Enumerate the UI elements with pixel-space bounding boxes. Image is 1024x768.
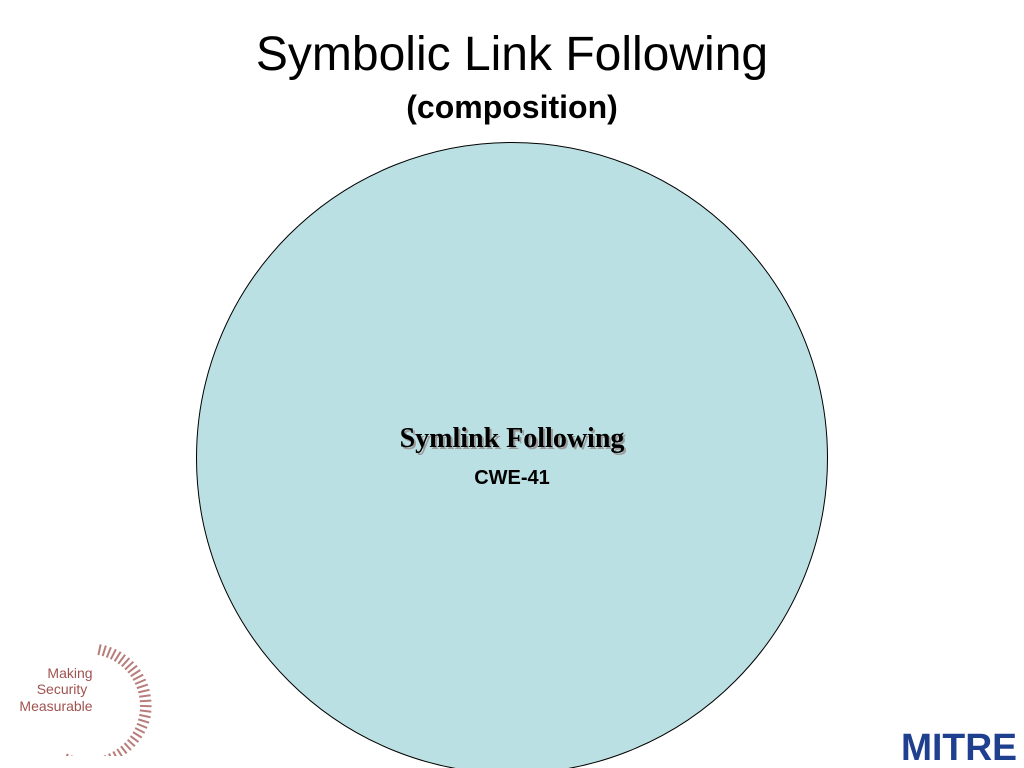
logo-arc-icon bbox=[65, 644, 152, 756]
logo-arc-stripe bbox=[136, 722, 148, 729]
composition-circle bbox=[196, 142, 828, 768]
logo-arc-stripe bbox=[113, 651, 122, 662]
logo-line-making: Making bbox=[47, 665, 92, 681]
logo-arc-stripe bbox=[132, 731, 143, 739]
logo-arc-stripe bbox=[134, 727, 146, 734]
logo-arc-stripe bbox=[101, 645, 107, 657]
logo-arc-stripe bbox=[138, 688, 150, 694]
mitre-logo: MITRE bbox=[901, 727, 1017, 766]
logo-arc-stripe bbox=[65, 753, 69, 756]
logo-arc-stripe bbox=[109, 648, 117, 660]
logo-arc-stripe bbox=[123, 742, 132, 751]
logo-arc-stripe bbox=[97, 644, 102, 656]
logo-arc-stripe bbox=[129, 735, 140, 743]
logo-arc-stripe bbox=[139, 694, 151, 698]
logo-arc-stripe bbox=[127, 664, 138, 674]
mitre-wordmark: MITRE bbox=[901, 727, 1017, 766]
logo-arc-stripe bbox=[132, 673, 144, 681]
logo-arc-stripe bbox=[121, 657, 131, 668]
circle-cwe-id: CWE-41 bbox=[474, 467, 550, 489]
logo-line-measurable: Measurable bbox=[19, 698, 92, 714]
logo-arc-stripe bbox=[124, 660, 135, 671]
logo-arc-stripe bbox=[137, 718, 150, 724]
logo-arc-stripe bbox=[134, 678, 147, 685]
slide-title: Symbolic Link Following bbox=[255, 28, 769, 81]
slide-subtitle: (composition) bbox=[406, 89, 618, 125]
logo-arc-stripe bbox=[136, 683, 149, 690]
logo-arc-stripe bbox=[120, 745, 128, 755]
making-security-measurable-logo: Making Security Measurable bbox=[19, 644, 152, 756]
logo-arc-stripe bbox=[108, 753, 112, 756]
logo-line-security: Security bbox=[37, 681, 88, 697]
logo-arc-stripe bbox=[139, 713, 151, 719]
logo-arc-stripe bbox=[130, 669, 141, 678]
circle-title: Symlink Following bbox=[399, 423, 625, 454]
logo-arc-stripe bbox=[139, 709, 152, 713]
logo-arc-stripe bbox=[117, 654, 126, 665]
logo-arc-stripe bbox=[105, 646, 112, 658]
logo-arc-stripe bbox=[126, 738, 136, 747]
logo-arc-stripe bbox=[139, 699, 152, 703]
logo-arc-stripe bbox=[103, 754, 106, 756]
logo-arc-stripe bbox=[112, 751, 117, 756]
logo-arc-stripe bbox=[116, 748, 123, 756]
